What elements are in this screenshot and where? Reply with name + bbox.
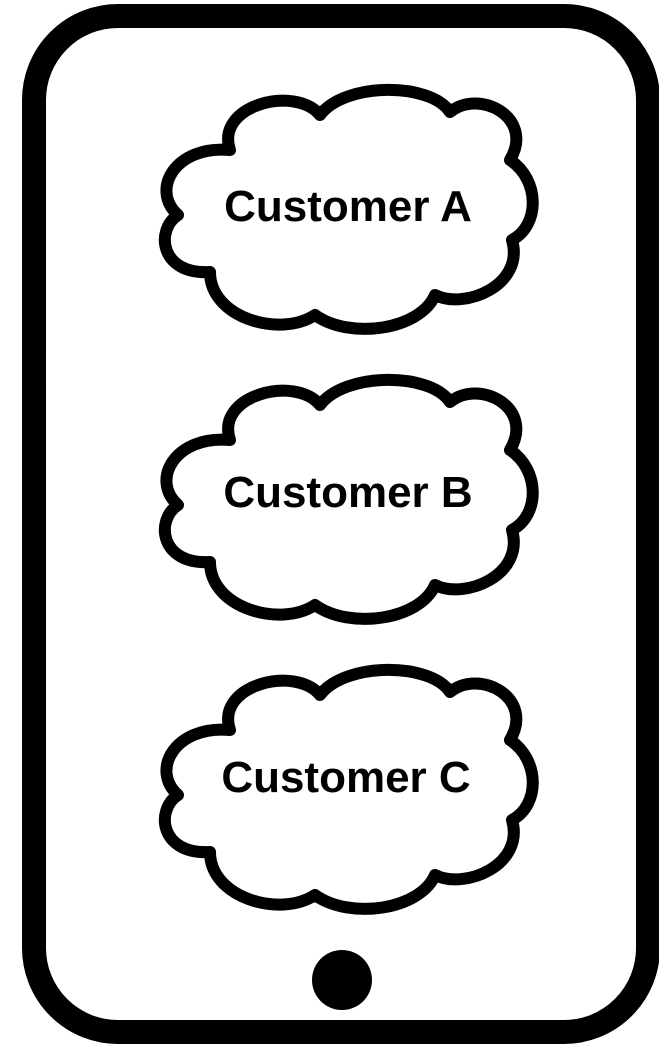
cloud-customer-c: Customer C: [158, 663, 539, 915]
cloud-customer-a: Customer A: [158, 83, 539, 335]
cloud-icon: [158, 83, 539, 335]
cloud-customer-b: Customer B: [158, 373, 539, 625]
cloud-label-customer-b: Customer B: [223, 468, 472, 517]
cloud-icon: [158, 373, 539, 625]
cloud-label-customer-a: Customer A: [224, 182, 472, 231]
cloud-icon: [158, 663, 539, 915]
cloud-label-customer-c: Customer C: [221, 753, 470, 802]
home-button-icon[interactable]: [312, 950, 372, 1010]
